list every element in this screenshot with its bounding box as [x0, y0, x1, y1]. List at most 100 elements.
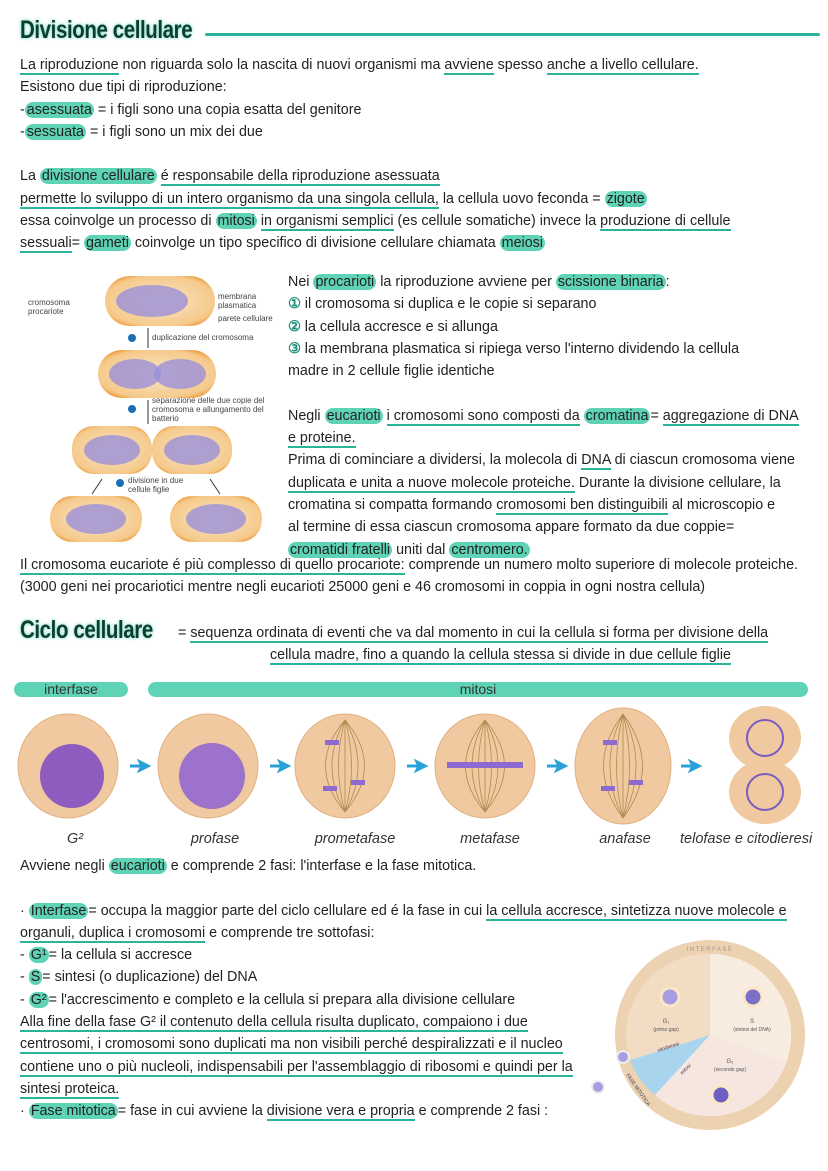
- text-segment: e comprende tre sottofasi:: [205, 924, 375, 941]
- text-segment: e comprende 2 fasi: l'interfase e la fas…: [166, 858, 477, 874]
- text-line: cromatina si compatta formando cromosomi…: [288, 494, 799, 516]
- text-segment: = i figli sono una copia esatta del geni…: [93, 101, 362, 118]
- prokaryote-text: Nei procarioti la riproduzione avviene p…: [288, 271, 799, 561]
- text-line: Esistono due tipi di riproduzione:: [20, 76, 731, 98]
- text-line: duplicata e unita a nuove molecole prote…: [288, 472, 799, 494]
- text-segment: al termine di essa ciascun cromosoma app…: [288, 519, 735, 536]
- binary-fission-figure: [50, 276, 262, 542]
- text-line: [288, 382, 799, 404]
- highlighted-term: G¹: [28, 947, 49, 964]
- text-segment: ·: [20, 902, 29, 919]
- text-segment: comprende un numero molto superiore di m…: [404, 557, 798, 573]
- text-segment: e comprende 2 fasi :: [414, 1103, 549, 1119]
- text-line: essa coinvolge un processo di mitosi in …: [20, 210, 731, 232]
- text-line: sessuali= gameti coinvolge un tipo speci…: [20, 232, 731, 254]
- label-membrana: membrana plasmatica: [218, 292, 257, 310]
- text-line: (3000 geni nei procariotici mentre negli…: [20, 576, 798, 598]
- bacterium-elongated: [98, 350, 216, 398]
- g2-label: G₂: [727, 1059, 735, 1065]
- highlighted-term: procarioti: [313, 274, 377, 290]
- text-line: -sessuata = i figli sono un mix dei due: [20, 121, 731, 143]
- highlighted-term: mitosi: [215, 213, 257, 230]
- definition-line-1: sequenza ordinata di eventi che va dal m…: [190, 625, 769, 643]
- mitosis-cell-5: [729, 706, 801, 824]
- step-2-badge: [128, 405, 136, 413]
- underlined-text: avviene: [444, 57, 494, 75]
- highlighted-term: gameti: [83, 235, 131, 252]
- text-segment: ②: [288, 318, 301, 335]
- arrow-right-icon: [407, 758, 429, 774]
- s-sub: (sintesi del DNA): [733, 1027, 771, 1033]
- mitosis-cell-3: [434, 713, 536, 819]
- text-segment: al microscopio e: [667, 496, 776, 513]
- underlined-text: Alla fine della fase G² il contenuto del…: [20, 1014, 528, 1033]
- text-line: Prima di cominciare a dividersi, la mole…: [288, 449, 799, 471]
- highlighted-term: eucarioti: [108, 858, 167, 874]
- highlighted-term: S: [28, 969, 43, 986]
- text-segment: -: [20, 123, 25, 140]
- highlighted-term: cromatidi fratelli: [288, 541, 393, 558]
- underlined-text: duplicata e unita a nuove molecole prote…: [288, 474, 575, 493]
- highlighted-term: zigote: [604, 190, 647, 207]
- text-line: - G²= l'accrescimento e completo e la ce…: [20, 989, 787, 1011]
- g2-sub: (secondo gap): [714, 1067, 746, 1073]
- text-segment: coinvolge un tipo specifico di divisione…: [130, 235, 500, 252]
- eukaryote-text: Il cromosoma eucariote é più complesso d…: [20, 554, 798, 599]
- arrow-right-icon: [547, 758, 569, 774]
- underlined-text: sessuali: [20, 235, 72, 254]
- highlighted-term: Fase mitotica: [28, 1103, 118, 1119]
- arrow-right-icon: [130, 758, 152, 774]
- text-segment: Durante la divisione cellulare, la: [574, 474, 781, 491]
- text-segment: La: [20, 168, 40, 185]
- phase-label: telofase e citodieresi: [680, 831, 813, 847]
- highlighted-term: divisione cellulare: [39, 168, 157, 185]
- underlined-text: cromosomi ben distinguibili: [496, 496, 668, 515]
- arrow-right-icon: [681, 758, 703, 774]
- g1-cell: [659, 986, 681, 1008]
- text-line: Negli eucarioti i cromosomi sono compost…: [288, 405, 799, 427]
- underlined-text: é responsabile della riproduzione asessu…: [160, 168, 440, 187]
- text-line: · Fase mitotica= fase in cui avviene la …: [20, 1100, 548, 1122]
- text-segment: cromatina si compatta formando: [288, 496, 497, 513]
- text-segment: la membrana plasmatica si ripiega verso …: [300, 340, 740, 357]
- interfase-bar: interfase: [14, 682, 128, 697]
- text-segment: ①: [288, 296, 301, 313]
- highlighted-term: asessuata: [24, 101, 94, 118]
- s-cell: [742, 986, 764, 1008]
- mitosis-figure: [17, 706, 801, 825]
- daughter-cell: [591, 1080, 605, 1094]
- mitosis-cell-2: [294, 713, 396, 819]
- phase-label: prometafase: [314, 831, 396, 847]
- underlined-text: organuli, duplica i cromosomi: [20, 924, 206, 943]
- interfase-ring: [615, 940, 805, 1130]
- section-title-ciclo: Ciclo cellulare: [20, 616, 153, 644]
- text-segment: madre in 2 cellule figlie identiche: [288, 363, 495, 380]
- g1-label: G₁: [663, 1019, 670, 1025]
- text-line: Alla fine della fase G² il contenuto del…: [20, 1011, 787, 1033]
- text-segment: la cellula accresce e si allunga: [300, 318, 498, 335]
- text-segment: la cellula uovo feconda =: [438, 190, 605, 207]
- text-segment: Avviene negli: [20, 858, 109, 874]
- underlined-text: divisione vera e propria: [266, 1103, 415, 1121]
- text-segment: non riguarda solo la nascita di nuovi or…: [118, 57, 445, 73]
- intro-text: La riproduzione non riguarda solo la nas…: [20, 54, 731, 255]
- text-line: · Interfase= occupa la maggior parte del…: [20, 900, 787, 922]
- highlighted-term: scissione binaria: [555, 274, 666, 290]
- step-3-badge: [116, 479, 124, 487]
- text-segment: = i figli sono un mix dei due: [86, 123, 263, 140]
- underlined-text: La riproduzione: [20, 57, 119, 75]
- arrow-icon: [91, 478, 103, 495]
- text-line: La divisione cellulare é responsabile de…: [20, 165, 731, 187]
- underlined-text: in organismi semplici: [260, 213, 394, 232]
- text-segment: Nei: [288, 274, 314, 290]
- highlighted-term: centromero.: [449, 541, 530, 558]
- underlined-text: i cromosomi sono composti da: [386, 407, 580, 426]
- text-segment: -: [20, 969, 29, 986]
- step-1-text: duplicazione del cromosoma: [152, 333, 254, 342]
- text-line: [20, 877, 787, 899]
- text-segment: (3000 geni nei procariotici mentre negli…: [20, 579, 706, 596]
- text-line: [20, 143, 731, 165]
- phase-label: G²: [66, 831, 84, 847]
- text-segment: di ciascun cromosoma viene: [610, 452, 795, 469]
- phase-label: metafase: [460, 831, 520, 847]
